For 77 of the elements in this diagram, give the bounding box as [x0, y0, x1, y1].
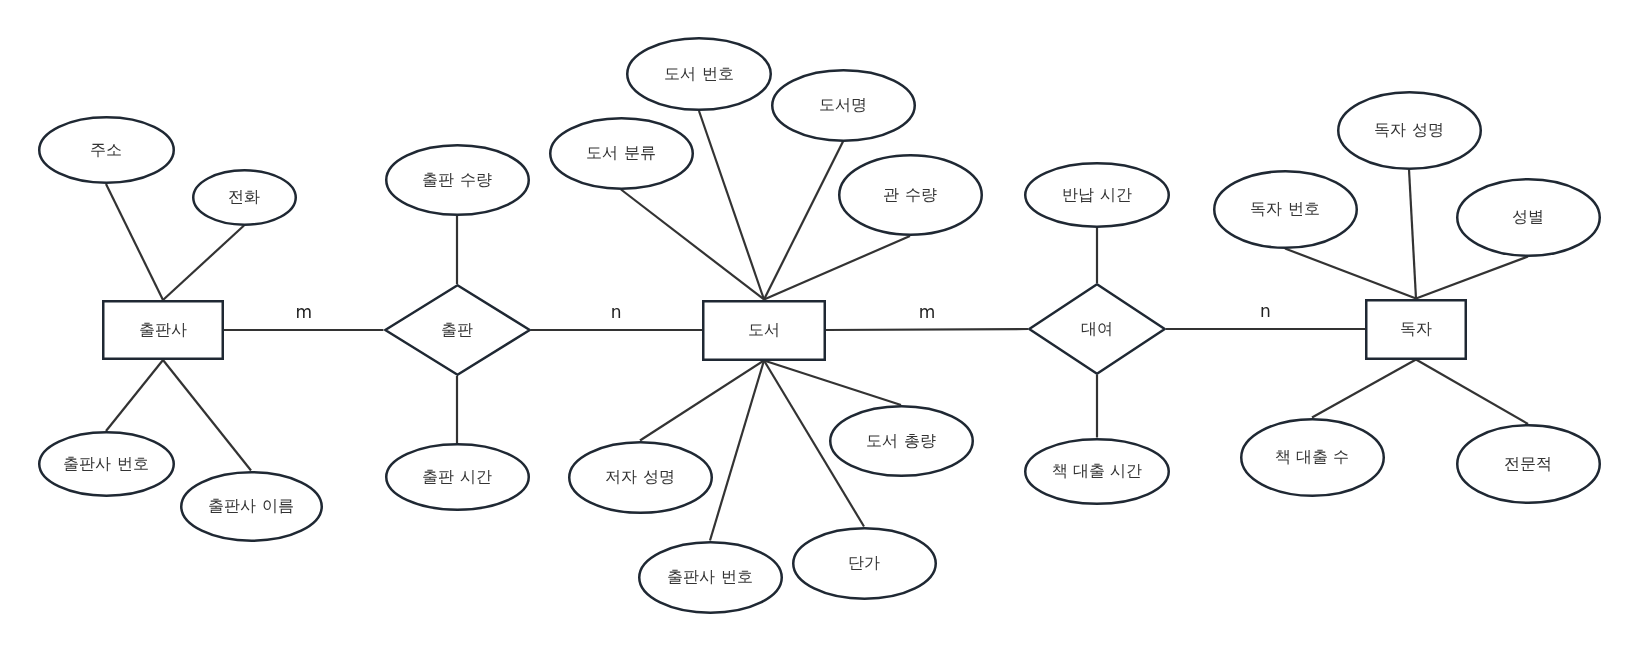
attribute-name: 성별	[1512, 207, 1544, 227]
attribute-ellipse	[770, 68, 916, 142]
connector-line	[1415, 255, 1529, 300]
attribute-ellipse	[37, 431, 175, 497]
attribute-name: 전화	[228, 187, 260, 207]
attribute-ellipse	[1455, 424, 1601, 504]
attribute-name: 출판 시간	[422, 467, 492, 487]
connector-line	[1095, 375, 1099, 438]
attribute-name: 출판 수량	[422, 170, 492, 190]
attribute-ellipse	[828, 405, 974, 477]
attribute-name: 관 수량	[883, 185, 937, 205]
attribute-ellipse	[1212, 169, 1358, 249]
attribute-ellipse	[37, 116, 175, 184]
attribute-name: 책 대출 시간	[1051, 461, 1143, 481]
attribute-name: 반납 시간	[1062, 185, 1132, 205]
connector-line	[162, 359, 252, 472]
attribute-ellipse	[1336, 90, 1482, 170]
attribute-ellipse	[191, 168, 297, 226]
attribute-name: 도서 번호	[664, 64, 734, 84]
connector-line	[530, 328, 702, 332]
connector-line	[455, 376, 459, 443]
attribute-name: 단가	[848, 553, 880, 573]
connector-line	[763, 235, 911, 301]
attribute-name: 도서명	[819, 95, 867, 115]
entity-name: 출판사	[139, 320, 187, 340]
attribute-name: 독자 성명	[1374, 120, 1444, 140]
connector-line	[763, 141, 844, 300]
attribute-name: 도서 분류	[586, 143, 656, 163]
entity-box	[102, 300, 224, 360]
attribute-name: 전문적	[1504, 454, 1552, 474]
entity-box	[1365, 298, 1467, 360]
connector-line	[1407, 169, 1418, 299]
connector-line	[620, 188, 765, 301]
attribute-ellipse	[384, 144, 530, 216]
connector-line	[455, 216, 459, 284]
attribute-name: 저자 성명	[605, 467, 675, 487]
connector-line	[1166, 327, 1365, 331]
attribute-ellipse	[548, 116, 694, 190]
connector-line	[162, 224, 245, 301]
entity-name: 도서	[748, 320, 780, 340]
attribute-name: 독자 번호	[1250, 199, 1320, 219]
relationship-diamond	[1028, 283, 1166, 375]
attribute-ellipse	[791, 526, 937, 600]
attribute-ellipse	[1024, 162, 1170, 228]
attribute-ellipse	[626, 37, 772, 111]
attribute-ellipse	[567, 440, 713, 514]
connector-line	[105, 359, 164, 432]
attribute-ellipse	[1239, 417, 1385, 497]
connector-line	[826, 327, 1028, 332]
connector-line	[763, 359, 902, 407]
connector-line	[1311, 358, 1417, 419]
connector-line	[1095, 228, 1099, 283]
attribute-name: 출판사 이름	[208, 496, 294, 516]
attribute-ellipse	[384, 443, 530, 511]
attribute-name: 주소	[90, 140, 122, 160]
connector-line	[639, 359, 765, 442]
relationship-diamond	[383, 284, 531, 376]
connector-line	[708, 360, 766, 541]
connector-line	[763, 359, 865, 528]
attribute-name: 책 대출 수	[1274, 447, 1350, 467]
attribute-ellipse	[837, 154, 983, 236]
attribute-ellipse	[1455, 177, 1601, 257]
connector-line	[1284, 247, 1417, 300]
attribute-name: 출판사 번호	[63, 454, 149, 474]
relationship-name: 출판	[441, 320, 473, 340]
attribute-ellipse	[1024, 437, 1170, 505]
connector-line	[105, 183, 164, 301]
attribute-name: 도서 총량	[866, 431, 936, 451]
connector-line	[697, 110, 766, 300]
entity-box	[702, 299, 826, 361]
relationship-name: 대여	[1081, 319, 1113, 339]
connector-line	[224, 328, 384, 332]
connector-line	[1415, 358, 1529, 425]
attribute-ellipse	[179, 470, 323, 542]
attribute-ellipse	[637, 540, 783, 614]
entity-name: 독자	[1400, 319, 1432, 339]
attribute-name: 출판사 번호	[667, 567, 753, 587]
